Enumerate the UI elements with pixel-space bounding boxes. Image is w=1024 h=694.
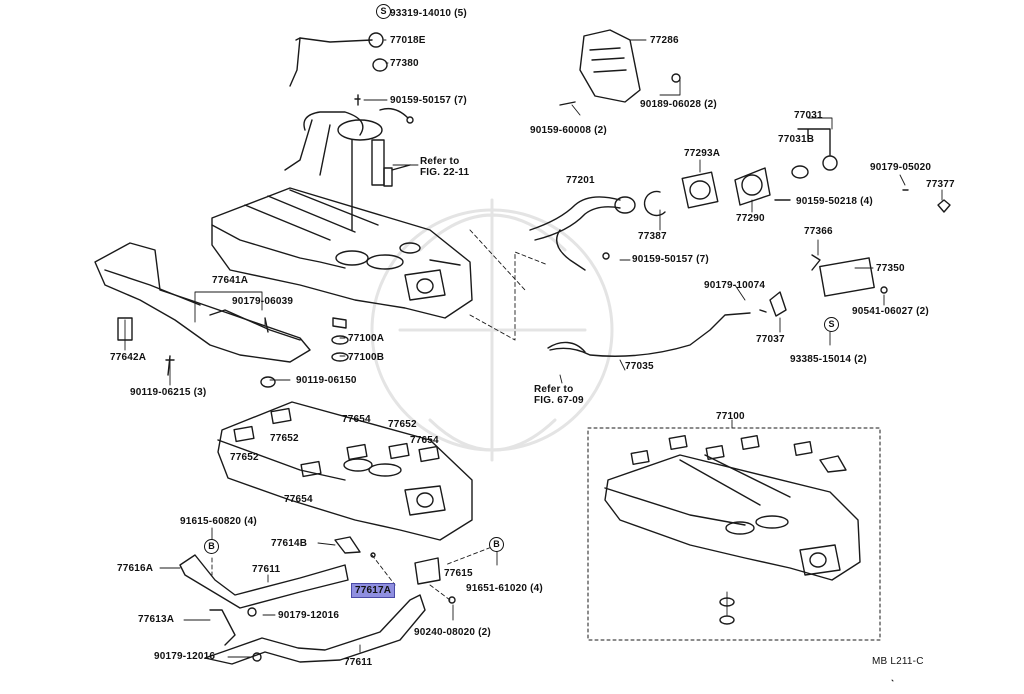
symbol-s-top: S [376, 4, 391, 19]
part-label-90179-12016-a[interactable]: 90179-12016 [278, 610, 340, 621]
part-label-90179-05020[interactable]: 90179-05020 [870, 162, 932, 173]
part-label-77286[interactable]: 77286 [650, 35, 679, 46]
part-label-90240-08020[interactable]: 90240-08020 (2) [414, 627, 491, 638]
part-label-77654-c[interactable]: 77654 [284, 494, 313, 505]
part-label-90159-50218[interactable]: 90159-50218 (4) [796, 196, 873, 207]
part-label-77611-b[interactable]: 77611 [344, 657, 373, 668]
leader-lines-right [559, 39, 943, 384]
tank-assembly-box [587, 419, 881, 641]
part-label-77100b[interactable]: 77100B [348, 352, 385, 363]
part-label-90189-06028[interactable]: 90189-06028 (2) [640, 99, 717, 110]
filler-components [529, 29, 951, 357]
part-label-77366[interactable]: 77366 [804, 226, 833, 237]
part-label-77642a[interactable]: 77642A [110, 352, 147, 363]
part-label-77615[interactable]: 77615 [444, 568, 473, 579]
part-label-90179-10074[interactable]: 90179-10074 [704, 280, 766, 291]
part-label-77293a[interactable]: 77293A [684, 148, 721, 159]
part-label-77350[interactable]: 77350 [876, 263, 905, 274]
part-label-77652-c[interactable]: 77652 [230, 452, 259, 463]
part-label-77652-a[interactable]: 77652 [270, 433, 299, 444]
part-label-90119-06150[interactable]: 90119-06150 [296, 375, 357, 386]
fuel-tank-lower [217, 401, 473, 541]
refer-fig-67-09-line1[interactable]: Refer to [534, 384, 574, 395]
part-label-90541-06027[interactable]: 90541-06027 (2) [852, 306, 929, 317]
part-label-93319-14010[interactable]: 93319-14010 (5) [390, 8, 467, 19]
part-label-77641a[interactable]: 77641A [212, 275, 249, 286]
part-label-77616a[interactable]: 77616A [117, 563, 154, 574]
corner-specks [891, 679, 894, 682]
part-label-91651-61020[interactable]: 91651-61020 (4) [466, 583, 543, 594]
refer-fig-22-11-line2[interactable]: FIG. 22-11 [420, 167, 470, 178]
watermark-logo [370, 198, 614, 462]
part-label-77018e[interactable]: 77018E [390, 35, 426, 46]
part-label-77380[interactable]: 77380 [390, 58, 419, 69]
tank-straps [179, 536, 456, 665]
dashed-leaders [469, 229, 549, 341]
part-label-90159-50157-b[interactable]: 90159-50157 (7) [632, 254, 709, 265]
part-label-77290[interactable]: 77290 [736, 213, 765, 224]
part-label-77617a-highlighted[interactable]: 77617A [351, 583, 396, 598]
part-label-77031b[interactable]: 77031B [778, 134, 815, 145]
part-label-90159-60008[interactable]: 90159-60008 (2) [530, 125, 607, 136]
part-label-77031[interactable]: 77031 [794, 110, 823, 121]
part-label-77614b[interactable]: 77614B [271, 538, 308, 549]
part-label-91615-60820[interactable]: 91615-60820 (4) [180, 516, 257, 527]
diagram-id: MB L211-C [872, 656, 924, 667]
refer-fig-22-11-line1[interactable]: Refer to [420, 156, 460, 167]
strap-leaders [159, 527, 498, 658]
part-label-77201[interactable]: 77201 [566, 175, 595, 186]
part-label-77037[interactable]: 77037 [756, 334, 785, 345]
part-label-90119-06215[interactable]: 90119-06215 (3) [130, 387, 207, 398]
part-label-77100a[interactable]: 77100A [348, 333, 385, 344]
leader-lines [124, 11, 419, 386]
part-label-77100[interactable]: 77100 [716, 411, 745, 422]
part-label-90159-50157[interactable]: 90159-50157 (7) [390, 95, 467, 106]
symbol-b-right: B [489, 537, 504, 552]
refer-fig-67-09-line2[interactable]: FIG. 67-09 [534, 395, 584, 406]
part-label-77654-b[interactable]: 77654 [410, 435, 439, 446]
part-label-77652-b[interactable]: 77652 [388, 419, 417, 430]
symbol-b-left: B [204, 539, 219, 554]
strap-dashes [211, 544, 498, 601]
part-label-77377[interactable]: 77377 [926, 179, 955, 190]
part-label-77654-a[interactable]: 77654 [342, 414, 371, 425]
part-label-77035[interactable]: 77035 [625, 361, 654, 372]
part-label-90179-12016-b[interactable]: 90179-12016 [154, 651, 216, 662]
part-label-93385-15014[interactable]: 93385-15014 (2) [790, 354, 867, 365]
part-label-77387[interactable]: 77387 [638, 231, 667, 242]
fuel-tank-upper [211, 187, 473, 319]
symbol-s-right: S [824, 317, 839, 332]
part-label-77613a[interactable]: 77613A [138, 614, 175, 625]
grommets [331, 317, 349, 362]
tank-protector [94, 242, 311, 388]
part-label-90179-06039[interactable]: 90179-06039 [232, 296, 294, 307]
part-label-77611-a[interactable]: 77611 [252, 564, 281, 575]
